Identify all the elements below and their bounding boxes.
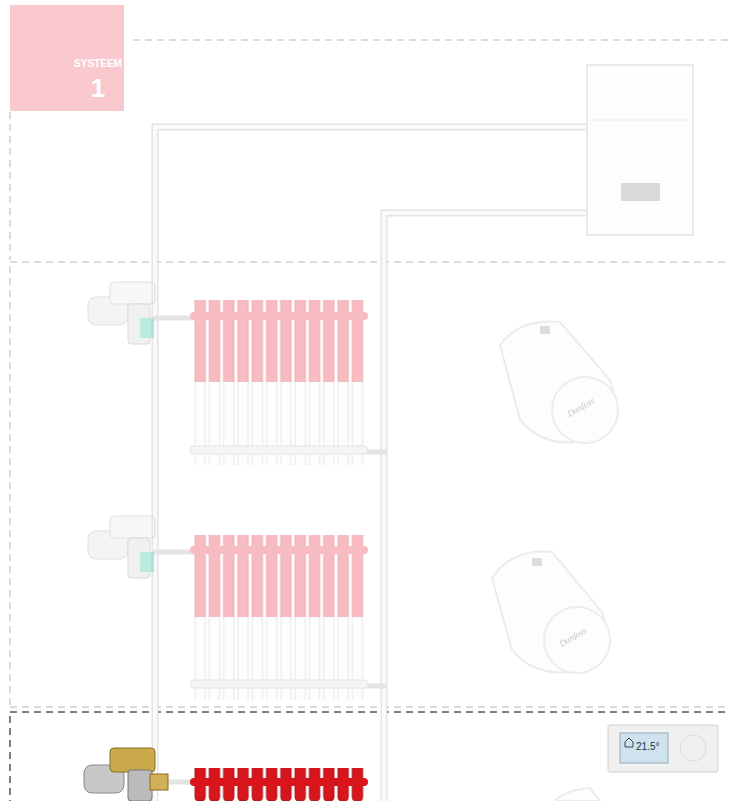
system-label: SYSTEEM: [74, 59, 122, 69]
thermostat-reading: 21.5°: [636, 741, 659, 752]
system-badge: SYSTEEM 1: [10, 5, 124, 111]
system-number: 1: [91, 75, 105, 101]
